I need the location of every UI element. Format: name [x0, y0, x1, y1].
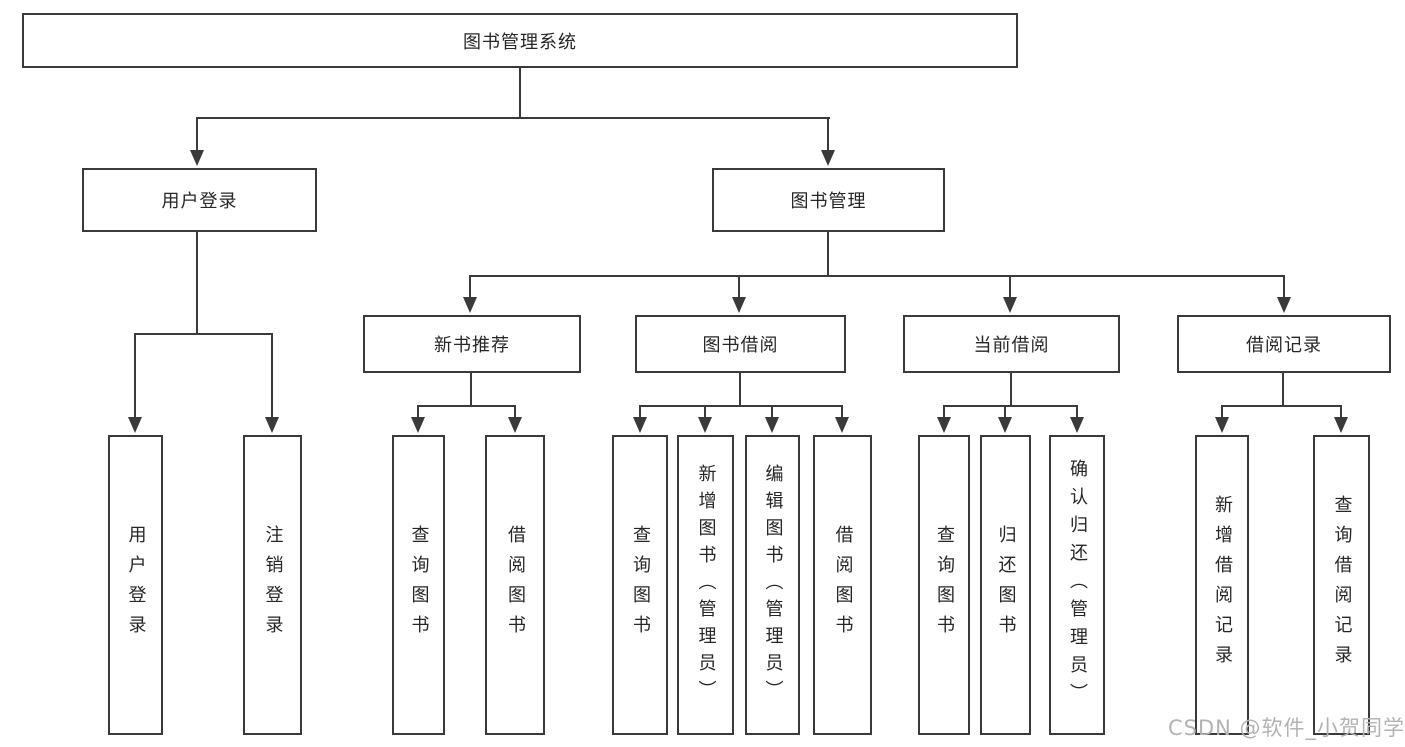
node-current-borrow-label: 当前借阅	[973, 335, 1050, 356]
connector-drop-login	[134, 333, 136, 418]
arrow-down-icon	[1334, 417, 1348, 433]
connector-drop-new-book-recommend	[469, 275, 471, 299]
connector-recommend-rail	[417, 405, 516, 407]
arrow-down-icon	[698, 417, 712, 433]
connector-current-rail	[943, 405, 1078, 407]
node-book-borrow-label: 图书借阅	[702, 335, 779, 356]
node-borrow-edit-books-admin-label: 编辑图书（管理员）	[762, 463, 784, 707]
arrow-down-icon	[1277, 297, 1291, 313]
connector-records-stem	[1282, 373, 1284, 406]
node-logout-action-label: 注销登录	[262, 525, 284, 645]
connector-borrow-rail	[639, 405, 843, 407]
connector-drop	[417, 405, 419, 419]
connector-drop	[943, 405, 945, 419]
arrow-down-icon	[765, 417, 779, 433]
arrow-down-icon	[463, 297, 477, 313]
connector-drop	[704, 405, 706, 419]
node-borrow-add-books-admin: 新增图书（管理员）	[677, 435, 734, 735]
connector-current-stem	[1010, 373, 1012, 406]
connector-drop	[1221, 405, 1223, 419]
node-recommend-query-books-label: 查询图书	[408, 525, 430, 645]
arrow-down-icon	[508, 417, 522, 433]
arrow-down-icon	[835, 417, 849, 433]
node-borrow-borrow-books-label: 借阅图书	[832, 525, 854, 645]
connector-borrow-stem	[739, 373, 741, 406]
connector-records-rail	[1221, 405, 1342, 407]
node-borrow-records: 借阅记录	[1177, 315, 1391, 373]
node-book-borrow: 图书借阅	[635, 315, 846, 373]
node-records-query-record: 查询借阅记录	[1313, 435, 1370, 735]
node-recommend-borrow-books-label: 借阅图书	[505, 525, 526, 645]
node-borrow-borrow-books: 借阅图书	[813, 435, 872, 735]
connector-drop-current-borrow	[1009, 275, 1011, 299]
node-records-add-record-label: 新增借阅记录	[1212, 495, 1233, 675]
node-borrow-query-books: 查询图书	[612, 435, 668, 735]
node-records-query-record-label: 查询借阅记录	[1331, 495, 1353, 675]
connector-drop	[1076, 405, 1078, 419]
arrow-down-icon	[128, 417, 142, 433]
connector-root-stem	[519, 68, 521, 118]
node-current-borrow: 当前借阅	[903, 315, 1120, 373]
connector-user-login-stem	[196, 232, 198, 334]
node-records-add-record: 新增借阅记录	[1195, 435, 1249, 735]
connector-recommend-stem	[470, 373, 472, 406]
connector-drop-borrow-records	[1283, 275, 1285, 299]
connector-user-login-rail	[134, 333, 273, 335]
node-current-query-books: 查询图书	[918, 435, 970, 735]
csdn-watermark: CSDN @软件_小贺同学	[1168, 716, 1405, 740]
node-borrow-add-books-admin-label: 新增图书（管理员）	[695, 463, 717, 707]
connector-drop-user-login	[196, 117, 198, 151]
node-logout-action: 注销登录	[243, 435, 302, 735]
arrow-down-icon	[411, 417, 425, 433]
node-current-return-books: 归还图书	[980, 435, 1031, 735]
connector-drop	[639, 405, 641, 419]
node-login-action-label: 用户登录	[125, 525, 147, 645]
node-recommend-borrow-books: 借阅图书	[485, 435, 545, 735]
node-borrow-edit-books-admin: 编辑图书（管理员）	[745, 435, 800, 735]
connector-root-rail	[196, 117, 830, 119]
arrow-down-icon	[998, 417, 1012, 433]
connector-drop-book-management	[827, 117, 829, 151]
connector-drop-book-borrow	[738, 275, 740, 299]
node-user-login: 用户登录	[82, 168, 317, 232]
node-current-query-books-label: 查询图书	[934, 525, 955, 645]
node-current-confirm-return-admin: 确认归还（管理员）	[1049, 435, 1105, 735]
node-borrow-query-books-label: 查询图书	[630, 525, 651, 645]
connector-book-management-stem	[827, 232, 829, 276]
arrow-down-icon	[937, 417, 951, 433]
node-borrow-records-label: 借阅记录	[1246, 335, 1322, 356]
arrow-down-icon	[1003, 297, 1017, 313]
arrow-down-icon	[265, 417, 279, 433]
connector-book-management-rail	[469, 275, 1285, 277]
node-current-return-books-label: 归还图书	[995, 525, 1017, 645]
arrow-down-icon	[633, 417, 647, 433]
arrow-down-icon	[821, 150, 835, 166]
node-new-book-recommend: 新书推荐	[363, 315, 581, 373]
connector-drop	[841, 405, 843, 419]
arrow-down-icon	[1215, 417, 1229, 433]
connector-drop	[1340, 405, 1342, 419]
arrow-down-icon	[732, 297, 746, 313]
node-book-management: 图书管理	[712, 168, 945, 232]
node-recommend-query-books: 查询图书	[392, 435, 445, 735]
connector-drop	[514, 405, 516, 419]
node-current-confirm-return-admin-label: 确认归还（管理员）	[1067, 459, 1088, 711]
arrow-down-icon	[1070, 417, 1084, 433]
connector-drop	[1004, 405, 1006, 419]
node-book-management-label: 图书管理	[790, 191, 867, 212]
arrow-down-icon	[190, 150, 204, 166]
connector-drop-logout	[271, 333, 273, 418]
connector-drop	[771, 405, 773, 419]
node-login-action: 用户登录	[108, 435, 163, 735]
node-root-label: 图书管理系统	[463, 31, 577, 53]
node-root: 图书管理系统	[22, 13, 1018, 68]
node-new-book-recommend-label: 新书推荐	[434, 335, 510, 356]
node-user-login-label: 用户登录	[161, 191, 238, 212]
